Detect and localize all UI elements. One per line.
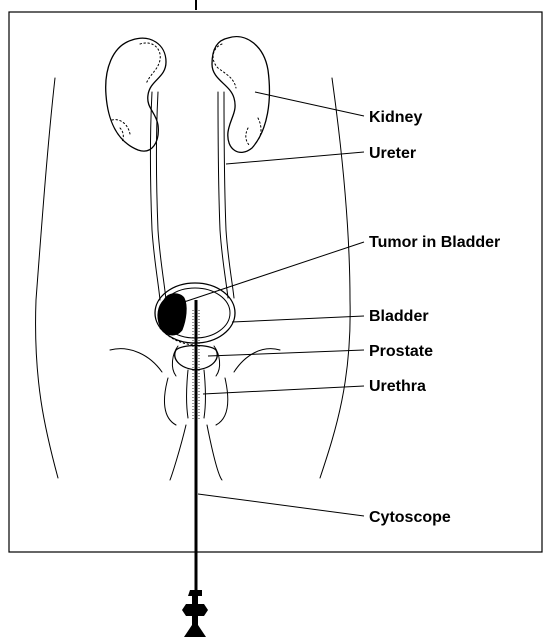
label-urethra: Urethra [369,378,426,395]
diagram-frame [9,12,542,552]
label-kidney: Kidney [369,109,422,126]
label-ureter: Ureter [369,145,416,162]
label-prostate: Prostate [369,343,433,360]
label-cytoscope: Cytoscope [369,509,451,526]
label-bladder: Bladder [369,308,429,325]
label-tumor-in-bladder: Tumor in Bladder [369,234,500,251]
